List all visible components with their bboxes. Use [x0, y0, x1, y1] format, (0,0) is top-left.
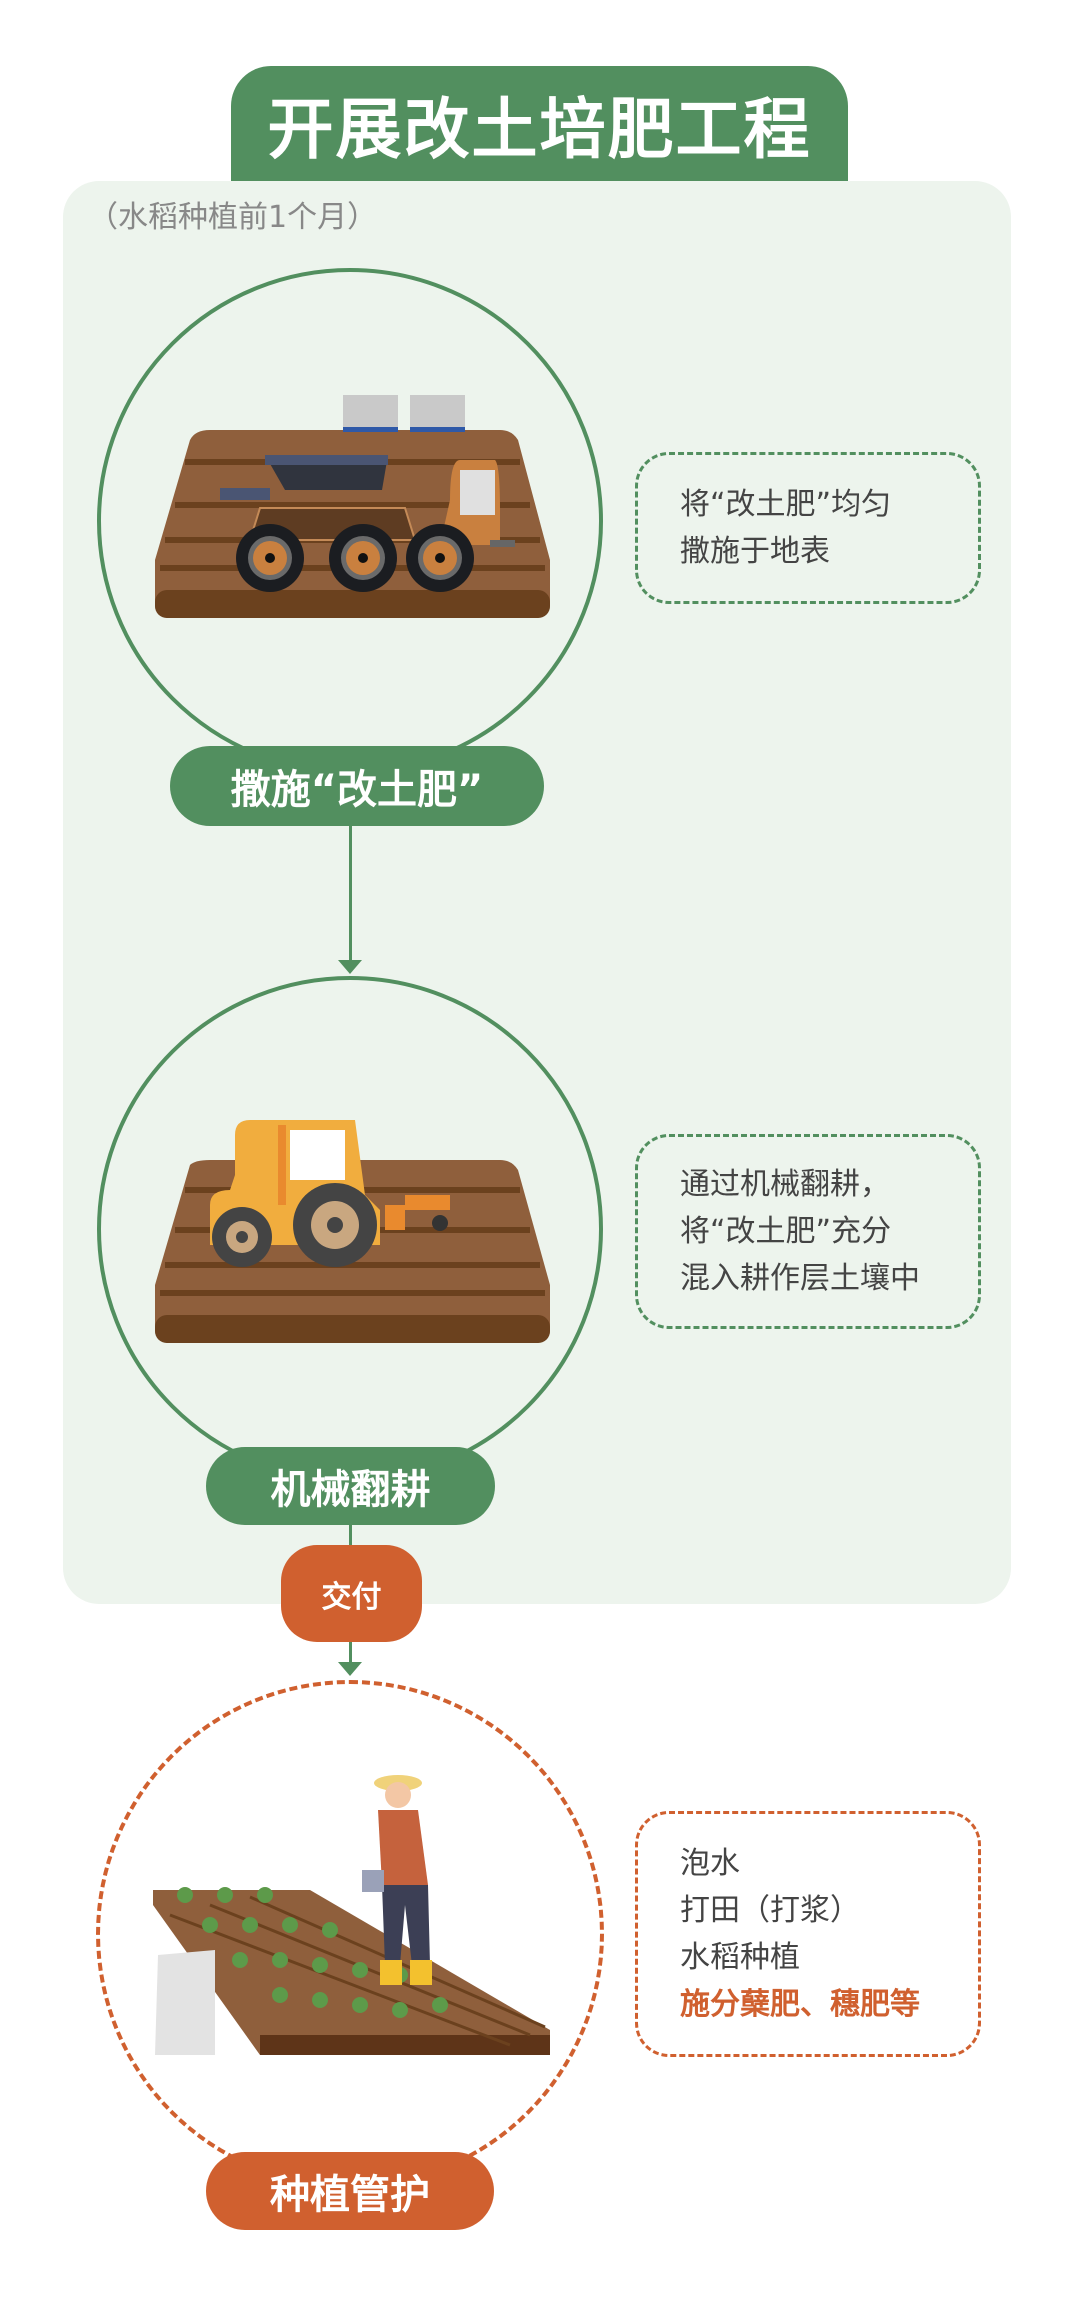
handover-badge: 交付 [281, 1545, 422, 1642]
note-line: 将“改土肥”充分 [680, 1214, 892, 1249]
connector-line [349, 826, 352, 961]
arrow-down-icon [338, 1662, 362, 1676]
note-line: 混入耕作层土壤中 [680, 1261, 920, 1296]
step2-note: 通过机械翻耕， 将“改土肥”充分 混入耕作层土壤中 [635, 1134, 981, 1329]
note-line: 打田（打浆） [680, 1893, 860, 1928]
fertilizer-spreader-illustration [155, 395, 550, 618]
step2-label: 机械翻耕 [206, 1447, 495, 1525]
tractor-tilling-illustration [155, 1120, 550, 1343]
step1-label: 撒施“改土肥” [170, 746, 544, 826]
note-line: 将“改土肥”均匀 [680, 487, 892, 522]
farmer-planting-illustration [153, 1775, 550, 2055]
panel-subtitle: （水稻种植前1个月） [88, 200, 378, 235]
arrow-down-icon [338, 960, 362, 974]
step3-note: 泡水 打田（打浆） 水稻种植 施分蘖肥、穗肥等 [635, 1811, 981, 2057]
page-title: 开展改土培肥工程 [231, 66, 848, 182]
note-line: 通过机械翻耕， [680, 1167, 890, 1202]
step3-label: 种植管护 [206, 2152, 494, 2230]
note-line: 泡水 [680, 1846, 740, 1881]
step1-note: 将“改土肥”均匀 撒施于地表 [635, 452, 981, 604]
connector-line [349, 1642, 352, 1664]
note-line: 撒施于地表 [680, 534, 830, 569]
wheel [236, 524, 304, 592]
connector-line [349, 1525, 352, 1545]
note-line: 水稻种植 [680, 1940, 800, 1975]
note-highlight: 施分蘖肥、穗肥等 [680, 1987, 920, 2022]
